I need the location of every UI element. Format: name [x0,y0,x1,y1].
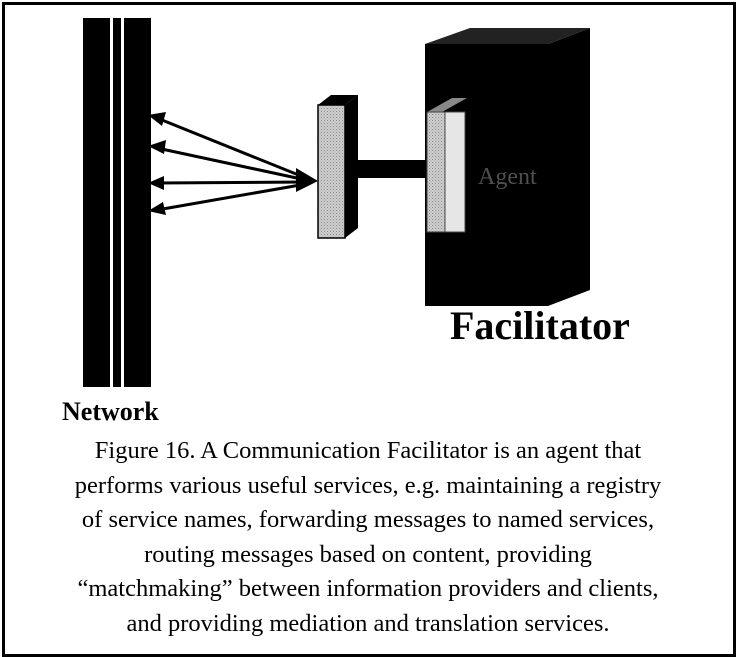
figure-caption: Figure 16. A Communication Facilitator i… [74,437,662,637]
facilitator-diagram: Agent [83,18,590,387]
arrow-4 [156,182,307,212]
network-arrowheads [148,112,166,215]
facilitator-box: Agent [425,28,590,306]
arrow-2 [156,146,307,182]
connector-block [317,95,358,239]
network-bus [83,18,151,387]
arrow-1 [156,116,307,180]
link-bar [358,160,430,178]
message-arrows [156,116,307,212]
facilitator-label: Facilitator [450,303,630,348]
arrow-3 [156,180,307,185]
agent-label: Agent [478,164,537,190]
network-label: Network [62,397,159,426]
connector-arrowheads [296,168,318,192]
